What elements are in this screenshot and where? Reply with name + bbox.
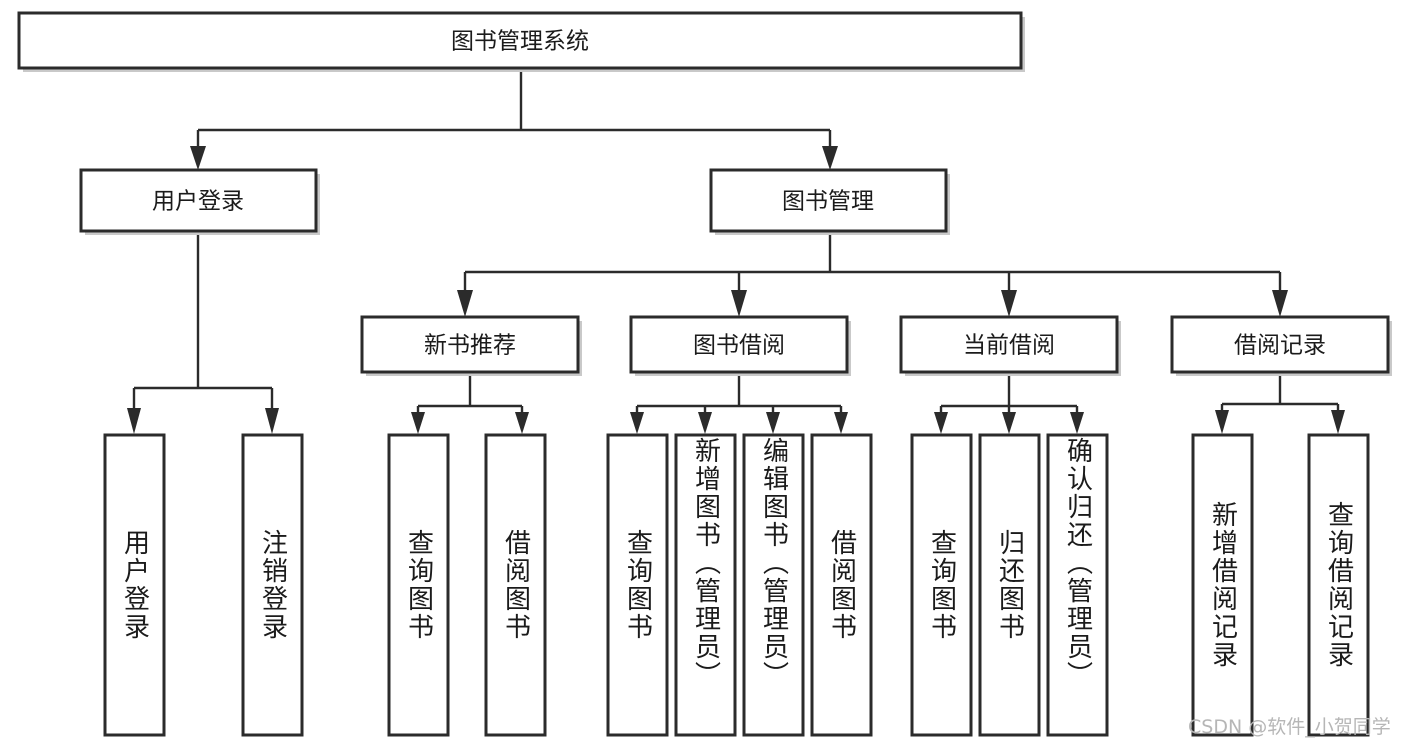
arrow-head-current-borrow <box>1001 290 1017 317</box>
node-leaf-logout[interactable] <box>241 433 304 737</box>
connector-group-borrow-record <box>1215 374 1345 434</box>
node-leaf-user-login[interactable] <box>103 433 166 737</box>
node-user-login-label: 用户登录 <box>152 189 244 215</box>
node-leaf-edit-book-rect <box>742 433 805 737</box>
arrow-head-leaf-add-record <box>1215 410 1229 434</box>
node-book-borrow[interactable]: 图书借阅 <box>629 315 851 376</box>
node-user-login-rect <box>79 168 318 233</box>
connector-group-new-book-rec <box>411 374 529 434</box>
node-leaf-add-book-rect <box>674 433 737 737</box>
arrow-head-leaf-borrow-book-1 <box>515 412 529 434</box>
connector-group-root <box>190 68 838 170</box>
connector-group-book-manage <box>457 233 1288 317</box>
node-leaf-query-book-1[interactable] <box>387 433 450 737</box>
arrow-head-leaf-add-book <box>698 412 712 434</box>
node-borrow-record[interactable]: 借阅记录 <box>1170 315 1392 376</box>
node-leaf-borrow-book-1[interactable] <box>484 433 547 737</box>
node-root-label: 图书管理系统 <box>451 29 589 55</box>
node-leaf-add-record[interactable] <box>1191 433 1254 737</box>
arrow-head-leaf-user-login <box>127 408 141 434</box>
node-leaf-query-book-1-rect <box>387 433 450 737</box>
arrow-head-user-login <box>190 146 206 170</box>
arrow-head-leaf-query-book-1 <box>411 412 425 434</box>
node-root[interactable]: 图书管理系统 <box>17 11 1025 72</box>
node-leaf-query-book-3-rect <box>910 433 973 737</box>
node-book-borrow-label: 图书借阅 <box>693 333 785 359</box>
node-root-rect <box>17 11 1023 70</box>
node-borrow-record-label: 借阅记录 <box>1234 333 1326 359</box>
node-borrow-record-rect <box>1170 315 1390 374</box>
connector-group-current-borrow <box>934 374 1084 434</box>
node-leaf-return-book-rect <box>978 433 1041 737</box>
node-leaf-edit-book[interactable] <box>742 433 805 737</box>
node-leaf-add-record-rect <box>1191 433 1254 737</box>
node-leaf-query-book-2-rect <box>606 433 669 737</box>
node-new-book-rec-label: 新书推荐 <box>424 333 516 359</box>
csdn-watermark: CSDN @软件_小贺同学 <box>1188 716 1391 738</box>
node-current-borrow-label: 当前借阅 <box>963 333 1055 359</box>
node-leaf-add-book[interactable] <box>674 433 737 737</box>
node-leaf-return-book[interactable] <box>978 433 1041 737</box>
node-book-manage[interactable]: 图书管理 <box>709 168 950 235</box>
node-current-borrow-rect <box>899 315 1119 374</box>
arrow-head-leaf-logout <box>265 408 279 434</box>
node-leaf-query-record[interactable] <box>1307 433 1370 737</box>
node-book-manage-rect <box>709 168 948 233</box>
arrow-head-leaf-query-record <box>1331 410 1345 434</box>
arrow-head-book-borrow <box>731 290 747 317</box>
arrow-head-leaf-return-book <box>1002 412 1016 434</box>
arrow-head-book-manage <box>822 146 838 170</box>
node-leaf-query-book-3[interactable] <box>910 433 973 737</box>
connector-group-user-login <box>127 233 279 434</box>
arrow-head-leaf-query-book-2 <box>630 412 644 434</box>
node-book-borrow-rect <box>629 315 849 374</box>
node-leaf-borrow-book-2-rect <box>810 433 873 737</box>
node-leaf-logout-rect <box>241 433 304 737</box>
arrow-head-leaf-borrow-book-2 <box>834 412 848 434</box>
node-leaf-borrow-book-2[interactable] <box>810 433 873 737</box>
node-book-manage-label: 图书管理 <box>782 189 874 215</box>
node-leaf-borrow-book-1-rect <box>484 433 547 737</box>
node-leaf-query-record-rect <box>1307 433 1370 737</box>
arrow-head-leaf-edit-book <box>766 412 780 434</box>
node-leaf-user-login-rect <box>103 433 166 737</box>
arrow-head-new-book-rec <box>457 290 473 317</box>
node-leaf-query-book-2[interactable] <box>606 433 669 737</box>
connector-group-book-borrow <box>630 374 848 434</box>
node-current-borrow[interactable]: 当前借阅 <box>899 315 1121 376</box>
node-new-book-rec-rect <box>360 315 580 374</box>
node-user-login[interactable]: 用户登录 <box>79 168 320 235</box>
node-new-book-rec[interactable]: 新书推荐 <box>360 315 582 376</box>
arrow-head-leaf-query-book-3 <box>934 412 948 434</box>
arrow-head-leaf-confirm-return <box>1070 412 1084 434</box>
arrow-head-borrow-record <box>1272 290 1288 317</box>
node-leaf-confirm-return-rect <box>1046 433 1109 737</box>
node-leaf-confirm-return[interactable] <box>1046 433 1109 737</box>
